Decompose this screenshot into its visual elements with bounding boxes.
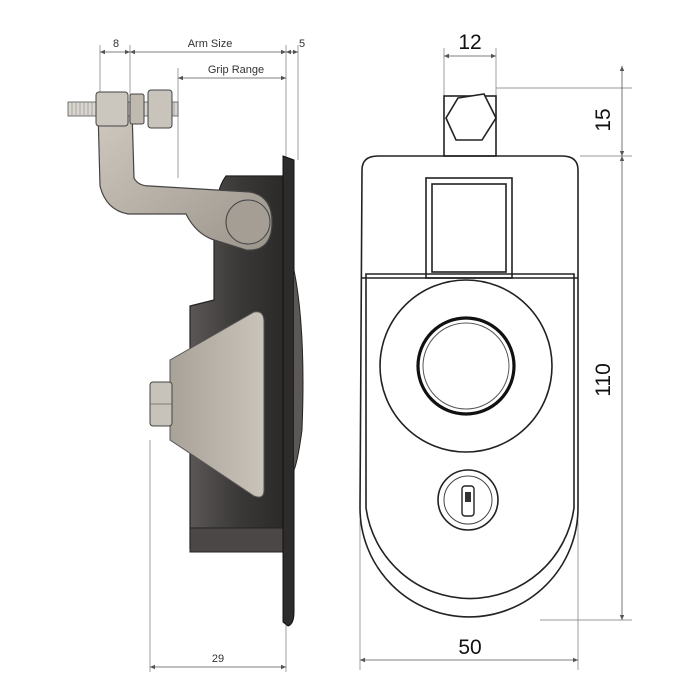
- nut-right: [147, 89, 173, 129]
- dim-label-8: 8: [113, 38, 119, 50]
- panel-flange: [282, 155, 295, 627]
- dim-label-5: 5: [299, 38, 305, 50]
- handle-button: [416, 316, 516, 416]
- hex-nut-icon: [445, 93, 497, 141]
- dim-label-15: 15: [592, 108, 615, 131]
- dim-label-50: 50: [458, 636, 481, 659]
- arm-slot: [425, 177, 513, 279]
- gasket: [293, 269, 304, 471]
- dim-label-arm-size: Arm Size: [188, 38, 233, 50]
- boss-ring-outer: [379, 279, 553, 453]
- cam-wedge: [169, 311, 265, 498]
- dim-label-29: 29: [212, 653, 224, 665]
- nut-left: [95, 91, 129, 127]
- front-body-inner: [365, 273, 575, 600]
- housing-bottom: [189, 527, 289, 553]
- front-view: 12 15 110 50: [359, 31, 632, 670]
- key-lock-inner: [443, 475, 493, 525]
- key-slot-notch: [465, 492, 471, 502]
- dim-label-12: 12: [458, 31, 481, 54]
- dim-label-grip-range: Grip Range: [208, 64, 264, 76]
- dim-label-110: 110: [592, 363, 615, 396]
- arm-pivot: [225, 199, 271, 245]
- side-view: 8 Arm Size 5 Grip Range 29: [67, 38, 305, 672]
- nut-middle: [129, 93, 145, 125]
- arm-slot-inner: [431, 183, 507, 273]
- handle-button-inner: [422, 322, 510, 410]
- front-body-outline: [359, 155, 579, 618]
